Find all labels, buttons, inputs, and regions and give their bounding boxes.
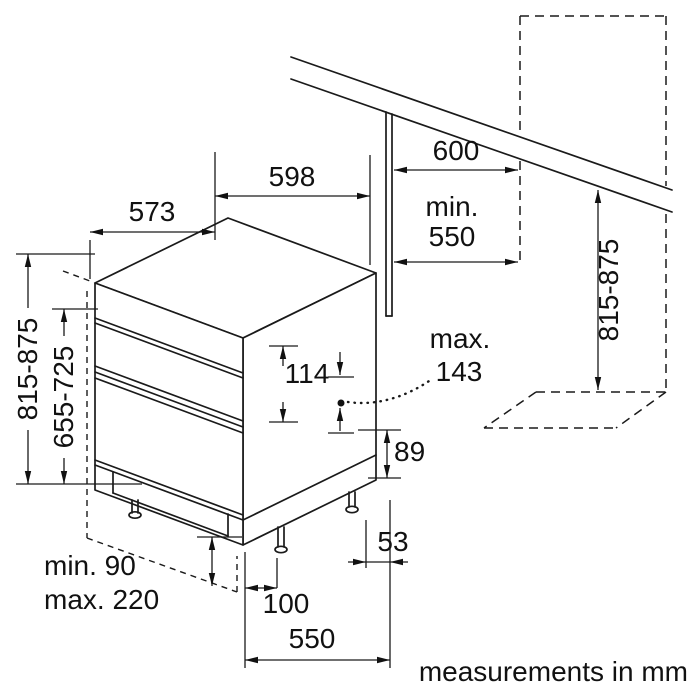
door-top-edge: [94, 365, 244, 434]
dimension-plinth-height: 89: [358, 429, 428, 479]
dim-label-143: 143: [436, 356, 483, 387]
dim-label-573: 573: [129, 196, 176, 227]
dimension-appliance-height: 815-875: [12, 253, 142, 485]
front-left-foot: [128, 499, 142, 520]
leader-dot: [337, 399, 345, 407]
leader-line: [346, 377, 434, 405]
dim-label-550-niche: 550: [429, 221, 476, 252]
dim-label-min-90: min. 90: [44, 550, 136, 581]
dim-label-815-875-right: 815-875: [593, 239, 624, 342]
dimension-front-offset: 100: [244, 552, 310, 668]
dim-label-89: 89: [394, 436, 425, 467]
side-base-line: [242, 454, 377, 521]
dimension-control-panel-height: 114: [269, 345, 330, 423]
dim-label-655-725: 655-725: [48, 346, 79, 449]
dimension-top-width: 598: [215, 155, 371, 265]
back-right-foot: [345, 491, 359, 514]
dim-label-max: max.: [430, 323, 491, 354]
countertop: [290, 56, 673, 213]
dim-label-min: min.: [426, 191, 479, 222]
dimension-rear-clearance: 53: [348, 520, 412, 568]
dim-label-550-body: 550: [289, 623, 336, 654]
control-panel: [94, 317, 244, 379]
dim-label-598: 598: [269, 161, 316, 192]
dimension-door-panel-height: 655-725: [48, 308, 98, 484]
dimension-top-depth: 573: [89, 152, 216, 279]
dim-label-815-875-left: 815-875: [12, 318, 43, 421]
dim-label-53: 53: [377, 526, 408, 557]
dim-label-max-220: max. 220: [44, 584, 159, 615]
dishwasher-drawing: [62, 217, 377, 593]
dim-label-114: 114: [285, 358, 330, 389]
dimension-feet-adjustment: min. 90 max. 220: [44, 536, 242, 615]
dimension-niche-depth: min. 550: [394, 191, 518, 266]
door-bottom-edge: [94, 459, 244, 521]
cabinet-niche-drawing: [290, 15, 673, 429]
dim-label-600: 600: [433, 135, 480, 166]
front-right-foot: [274, 526, 288, 554]
dimension-niche-height: 815-875: [593, 190, 624, 390]
dimension-niche-width: 600: [394, 135, 518, 174]
dim-label-100: 100: [263, 588, 310, 619]
dimension-door-overlap: max. 143: [328, 323, 491, 434]
niche-side-wall: [385, 111, 393, 317]
measurements-note: measurements in mm: [419, 656, 688, 687]
dimension-body-depth: 550: [245, 500, 391, 668]
